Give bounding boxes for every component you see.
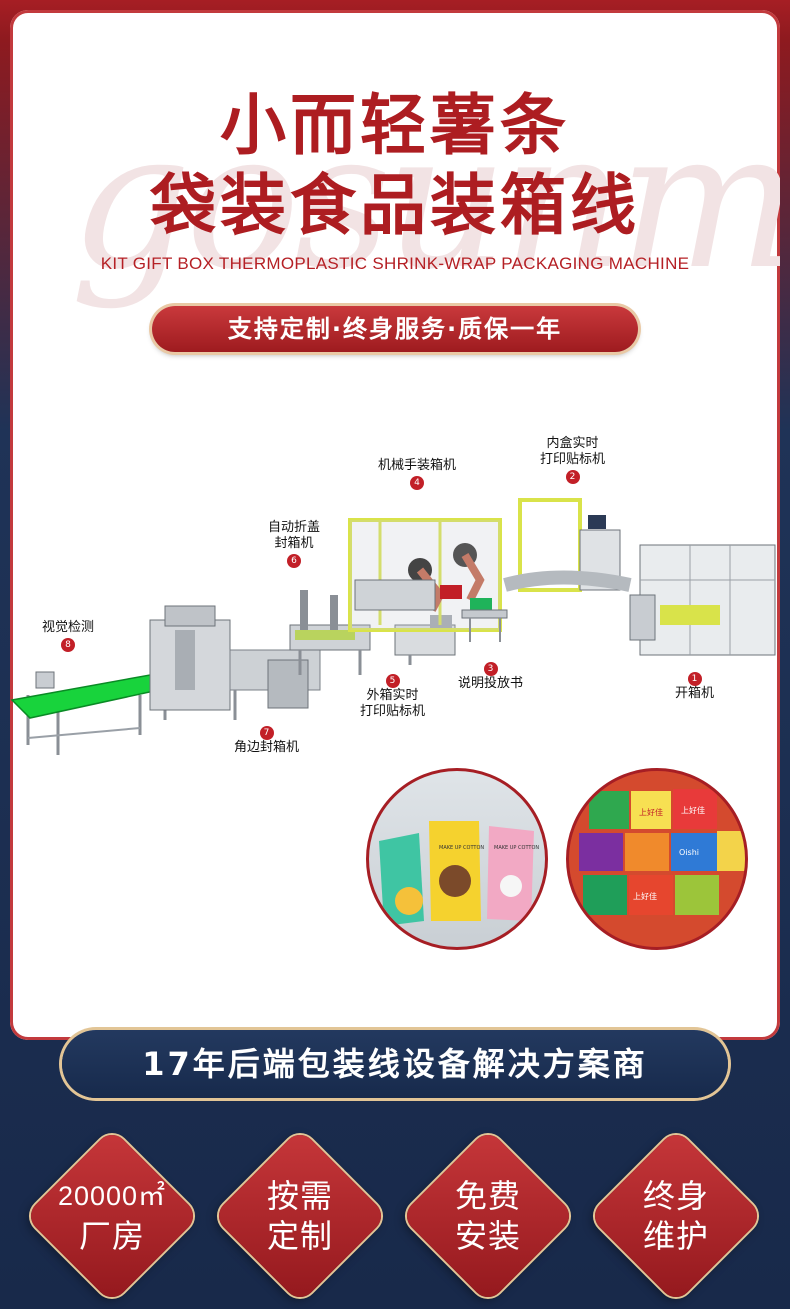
feature-install-line2: 安装 <box>454 1217 521 1255</box>
fold-sealer <box>289 590 371 675</box>
title-line-1: 小而轻薯条 <box>220 87 570 164</box>
feature-custom-line1: 按需 <box>266 1177 333 1215</box>
station-3-number: 3 <box>483 662 498 676</box>
slogan-pill: 支持定制·终身服务·质保一年 <box>152 306 638 352</box>
box-text-1: MAKE UP COTTON <box>439 845 484 851</box>
feature-install: 免费 安装 <box>400 1128 576 1304</box>
station-6-number: 6 <box>287 554 301 568</box>
station-4-number: 4 <box>410 476 424 490</box>
feature-factory-line1: 20000㎡ <box>57 1181 167 1211</box>
feature-factory-line2: 厂房 <box>78 1217 145 1255</box>
box-text-2: MAKE UP COTTON <box>494 845 539 851</box>
manual-table <box>461 609 508 642</box>
snack-text-1: 上好佳 <box>639 807 663 817</box>
station-6-label: 自动折盖 封箱机 6 <box>268 520 321 568</box>
feature-custom: 按需 定制 <box>212 1128 388 1304</box>
feature-factory: 20000㎡ 厂房 <box>24 1128 200 1304</box>
gift-box-photo: MAKE UP COTTON MAKE UP COTTON <box>366 768 548 950</box>
station-1-number: 1 <box>687 672 702 686</box>
station-8-label: 视觉检测 8 <box>42 620 95 652</box>
feature-maintenance: 终身 维护 <box>588 1128 764 1304</box>
station-5-label: 5 外箱实时 打印贴标机 <box>360 674 426 719</box>
packaging-line-illustration <box>10 498 776 755</box>
station-2-number: 2 <box>565 470 580 484</box>
station-7-label: 7 角边封箱机 <box>234 726 300 755</box>
station-2-label: 内盒实时 打印贴标机 2 <box>540 436 606 484</box>
station-7-number: 7 <box>259 726 274 740</box>
snack-text-3: Oishi <box>679 848 699 857</box>
snack-bags-photo: 上好佳 上好佳 Oishi 上好佳 <box>566 768 748 950</box>
feature-install-line1: 免费 <box>454 1177 521 1215</box>
watermark: gosunm <box>70 90 780 311</box>
feature-custom-line2: 定制 <box>266 1217 333 1255</box>
case-erector <box>629 544 776 656</box>
station-1-label: 1 开箱机 <box>675 672 715 701</box>
english-subtitle: KIT GIFT BOX THERMOPLASTIC SHRINK-WRAP P… <box>100 254 690 273</box>
snack-text-4: 上好佳 <box>633 891 657 901</box>
snack-text-2: 上好佳 <box>681 805 705 815</box>
station-8-number: 8 <box>61 638 75 652</box>
station-3-label: 3 说明投放书 <box>458 662 524 691</box>
snack-bags-image: 上好佳 上好佳 Oishi 上好佳 <box>569 771 745 947</box>
station-4-label: 机械手装箱机 4 <box>378 458 457 490</box>
company-banner: 17年后端包装线设备解决方案商 <box>62 1030 728 1098</box>
inner-label-printer <box>503 498 632 592</box>
feature-maintenance-line2: 维护 <box>642 1217 709 1255</box>
vision-conveyor <box>10 671 170 755</box>
station-5-number: 5 <box>385 674 400 688</box>
gift-box-image: MAKE UP COTTON MAKE UP COTTON <box>379 821 539 926</box>
corner-sealer <box>149 605 321 720</box>
title-line-2: 袋装食品装箱线 <box>150 167 640 244</box>
feature-maintenance-line1: 终身 <box>642 1177 709 1215</box>
